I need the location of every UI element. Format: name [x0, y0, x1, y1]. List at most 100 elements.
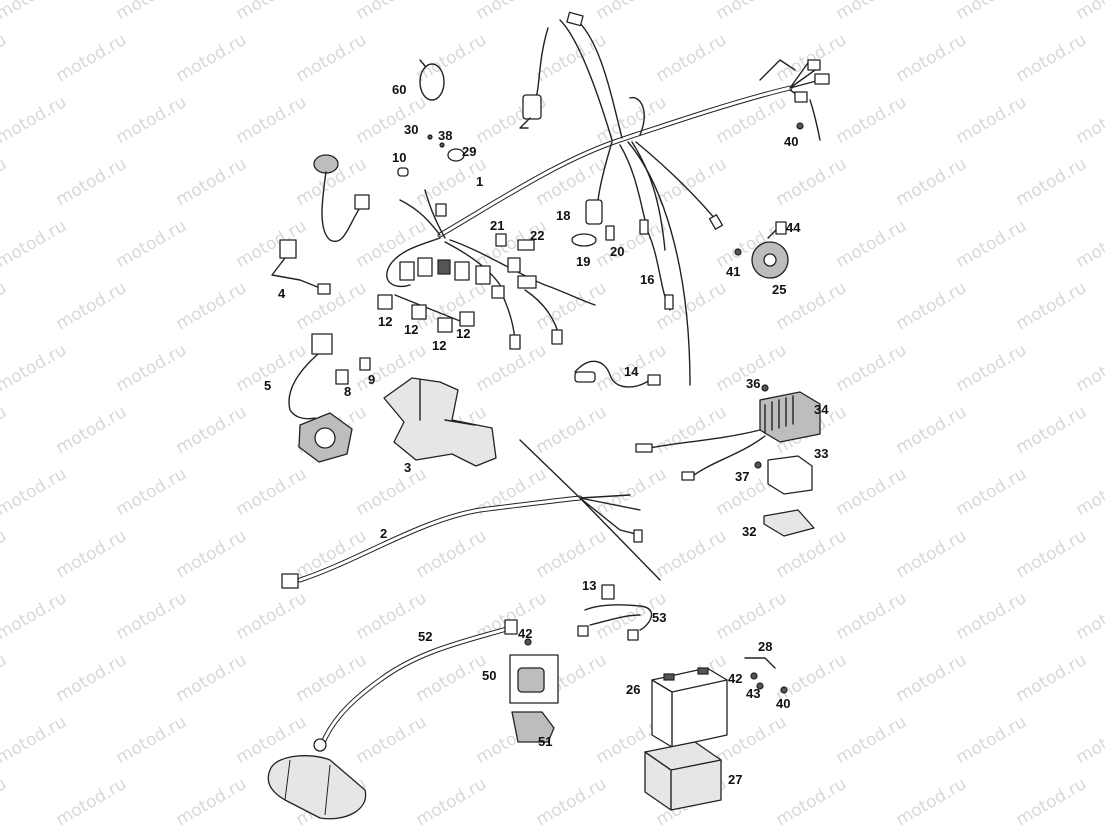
watermark-text: motod.ru [893, 154, 971, 210]
watermark-text: motod.ru [1073, 340, 1105, 396]
watermark-text: motod.ru [1073, 92, 1105, 148]
watermark-text: motod.ru [113, 216, 191, 272]
watermark-text: motod.ru [893, 278, 971, 334]
watermark-text: motod.ru [413, 650, 491, 706]
watermark-text: motod.ru [233, 0, 311, 24]
watermark-text: motod.ru [0, 526, 10, 582]
watermark-text: motod.ru [0, 774, 10, 829]
watermark-text: motod.ru [353, 0, 431, 24]
watermark-text: motod.ru [953, 588, 1031, 644]
watermark-text: motod.ru [413, 774, 491, 829]
watermark-text: motod.ru [833, 588, 911, 644]
watermark-text: motod.ru [113, 712, 191, 768]
part-50-51-relay [509, 638, 559, 743]
callout-26: 26 [626, 682, 640, 697]
part-27-battery-box [644, 741, 722, 811]
watermark-text: motod.ru [233, 216, 311, 272]
watermark-text: motod.ru [893, 30, 971, 86]
watermark-text: motod.ru [953, 340, 1031, 396]
callout-22: 22 [530, 228, 544, 243]
watermark-text: motod.ru [0, 588, 70, 644]
watermark-text: motod.ru [893, 650, 971, 706]
callout-36: 36 [746, 376, 760, 391]
part-25-horn [734, 122, 804, 279]
watermark-text: motod.ru [653, 402, 731, 458]
callout-21: 21 [490, 218, 504, 233]
watermark-text: motod.ru [233, 588, 311, 644]
watermark-text: motod.ru [533, 526, 611, 582]
callout-19: 19 [576, 254, 590, 269]
watermark-text: motod.ru [0, 340, 70, 396]
watermark-text: motod.ru [1073, 712, 1105, 768]
callout-43: 43 [746, 686, 760, 701]
watermark-text: motod.ru [533, 402, 611, 458]
watermark-text: motod.ru [0, 712, 70, 768]
watermark-text: motod.ru [473, 0, 551, 24]
callout-14: 14 [624, 364, 639, 379]
watermark-text: motod.ru [173, 278, 251, 334]
callout-29: 29 [462, 144, 476, 159]
watermark-text: motod.ru [893, 402, 971, 458]
watermark-text: motod.ru [353, 464, 431, 520]
callout-12b: 12 [404, 322, 418, 337]
part-5-switch [288, 333, 353, 463]
part-28-42-43-40 [744, 657, 788, 694]
callout-5: 5 [264, 378, 271, 393]
watermark-text: motod.ru [173, 650, 251, 706]
watermark-text: motod.ru [593, 464, 671, 520]
watermark-text: motod.ru [953, 0, 1031, 24]
watermark-text: motod.ru [233, 464, 311, 520]
callout-37: 37 [735, 469, 749, 484]
callout-41: 41 [726, 264, 740, 279]
part-14-sensor [574, 360, 661, 388]
callout-4: 4 [278, 286, 286, 301]
part-10-bulb [397, 167, 409, 177]
watermark-text: motod.ru [293, 30, 371, 86]
watermark-text: motod.ru [833, 92, 911, 148]
watermark-text: motod.ru [1073, 464, 1105, 520]
callout-13: 13 [582, 578, 596, 593]
callout-30: 30 [404, 122, 418, 137]
watermark-text: motod.ru [833, 712, 911, 768]
watermark-text: motod.ru [0, 278, 10, 334]
callout-51: 51 [538, 734, 552, 749]
part-26-battery [651, 667, 728, 748]
part-16-sensor [647, 231, 674, 311]
watermark-text: motod.ru [953, 216, 1031, 272]
watermark-text: motod.ru [773, 154, 851, 210]
watermark-text: motod.ru [53, 154, 131, 210]
watermark-text: motod.ru [533, 774, 611, 829]
part-8-9-clips [335, 357, 371, 385]
part-60-cable-tie [419, 59, 445, 101]
callout-27: 27 [728, 772, 742, 787]
watermark-text: motod.ru [1073, 216, 1105, 272]
part-34-regulator [635, 384, 821, 537]
part-switch-cable [313, 154, 370, 243]
watermark-text: motod.ru [0, 154, 10, 210]
callout-33: 33 [814, 446, 828, 461]
watermark-text: motod.ru [833, 464, 911, 520]
watermark-text: motod.ru [833, 0, 911, 24]
watermark-text: motod.ru [593, 0, 671, 24]
watermark-text: motod.ru [893, 526, 971, 582]
part-2-harness [281, 439, 661, 589]
watermark-text: motod.ru [353, 712, 431, 768]
watermark-text: motod.ru [1013, 650, 1091, 706]
watermark-text: motod.ru [1013, 774, 1091, 829]
callout-9: 9 [368, 372, 375, 387]
callout-34: 34 [814, 402, 829, 417]
callout-1: 1 [476, 174, 483, 189]
callout-2: 2 [380, 526, 387, 541]
watermark-text: motod.ru [0, 92, 70, 148]
watermark-text: motod.ru [593, 92, 671, 148]
part-4-lead [271, 239, 331, 295]
callout-3: 3 [404, 460, 411, 475]
part-3-bracket [383, 377, 497, 467]
watermark-text: motod.ru [653, 526, 731, 582]
watermark-text: motod.ru [953, 712, 1031, 768]
watermark-text: motod.ru [173, 526, 251, 582]
watermark-text: motod.ru [113, 588, 191, 644]
callout-53: 53 [652, 610, 666, 625]
